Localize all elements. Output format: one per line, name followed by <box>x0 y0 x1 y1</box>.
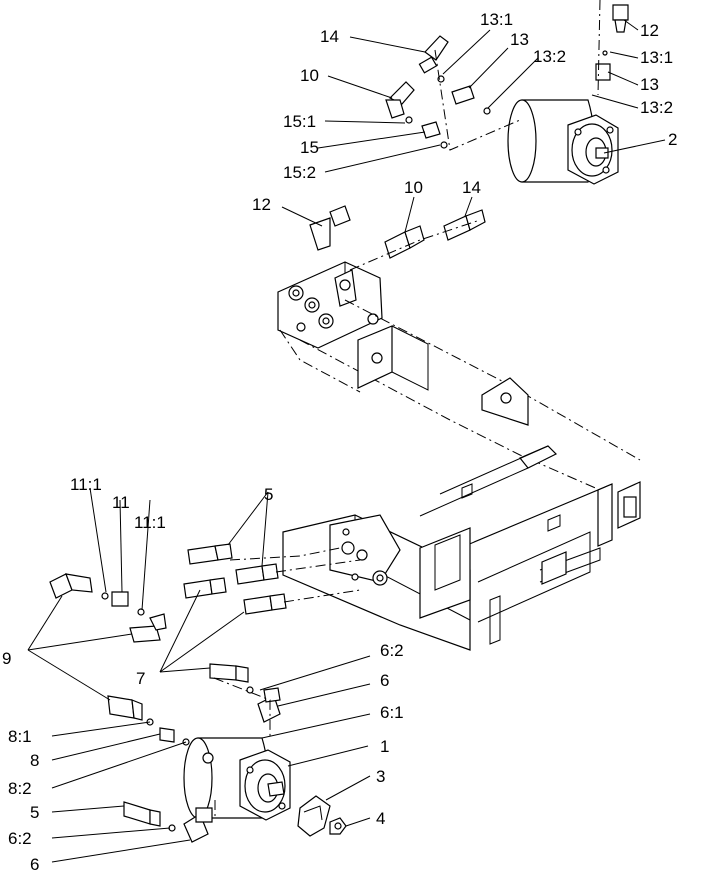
callout-8-2: 8:2 <box>8 779 32 798</box>
fittings <box>49 0 629 843</box>
callout-10-mid: 10 <box>404 178 423 197</box>
coupler-3 <box>297 795 331 837</box>
callout-8: 8 <box>30 751 39 770</box>
callout-5-top: 5 <box>264 485 273 504</box>
callout-6-2-top: 6:2 <box>380 641 404 660</box>
callout-13-1-right: 13:1 <box>640 48 673 67</box>
callout-13-top: 13 <box>510 30 529 49</box>
callout-10-top: 10 <box>300 66 319 85</box>
callout-15-2: 15:2 <box>283 163 316 182</box>
callout-1: 1 <box>380 737 389 756</box>
callout-14-mid: 14 <box>462 178 481 197</box>
callout-6-2-bottom: 6:2 <box>8 829 32 848</box>
callout-6-1: 6:1 <box>380 703 404 722</box>
callout-5-bottom: 5 <box>30 803 39 822</box>
callout-8-1: 8:1 <box>8 727 32 746</box>
callout-13-2-top: 13:2 <box>533 47 566 66</box>
callout-4: 4 <box>376 809 385 828</box>
callout-13-right: 13 <box>640 75 659 94</box>
callout-13-1-top: 13:1 <box>480 10 513 29</box>
callout-15-1: 15:1 <box>283 112 316 131</box>
callout-11-1-left: 11:1 <box>70 475 102 494</box>
pump-1 <box>183 737 291 821</box>
callout-2: 2 <box>668 130 677 149</box>
callout-15: 15 <box>300 138 319 157</box>
callout-14-top: 14 <box>320 27 339 46</box>
leader-lines <box>27 19 666 863</box>
callout-6-top: 6 <box>380 671 389 690</box>
callout-3: 3 <box>376 767 385 786</box>
callout-12-right: 12 <box>640 21 659 40</box>
frame-assembly <box>277 261 641 651</box>
pump-2 <box>507 99 619 185</box>
callout-7: 7 <box>136 669 145 688</box>
nut-4 <box>329 817 347 835</box>
callout-labels: 14 13:1 13 13:2 12 13:1 13 13:2 2 10 15:… <box>2 10 677 874</box>
callout-13-2-right: 13:2 <box>640 98 673 117</box>
callout-12-mid: 12 <box>252 195 271 214</box>
callout-11-1-right: 11:1 <box>134 513 166 532</box>
callout-11: 11 <box>112 493 130 512</box>
callout-9: 9 <box>2 649 11 668</box>
callout-6-bottom: 6 <box>30 855 39 874</box>
